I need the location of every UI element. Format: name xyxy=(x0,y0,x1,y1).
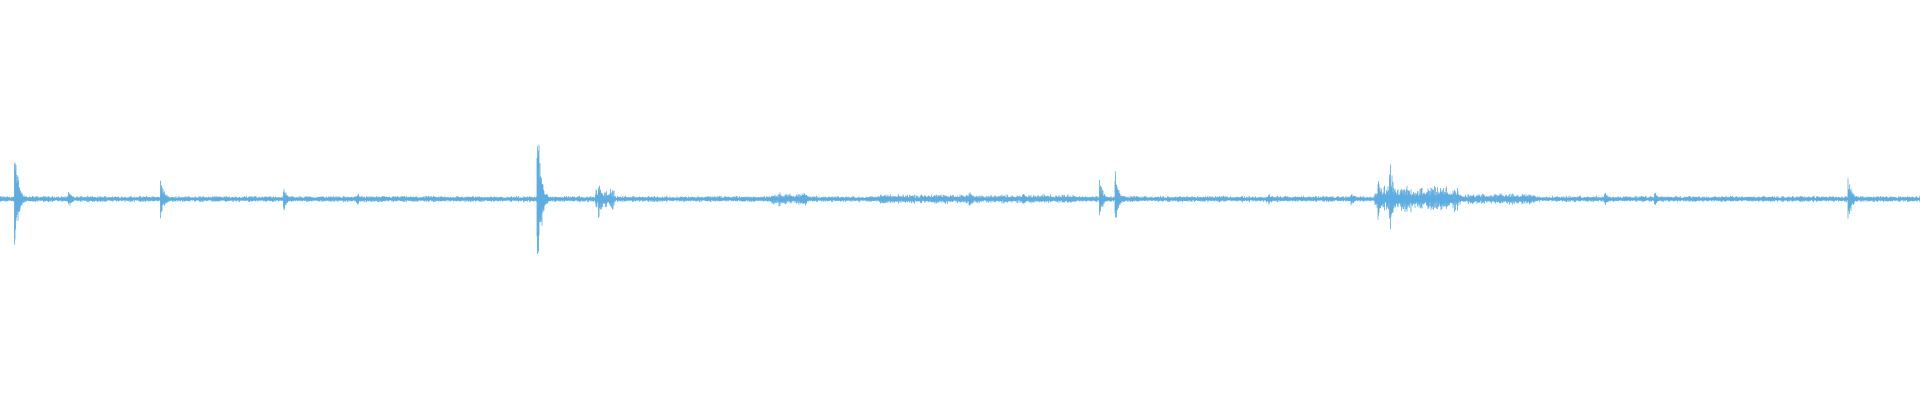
waveform-trace xyxy=(0,144,1920,255)
